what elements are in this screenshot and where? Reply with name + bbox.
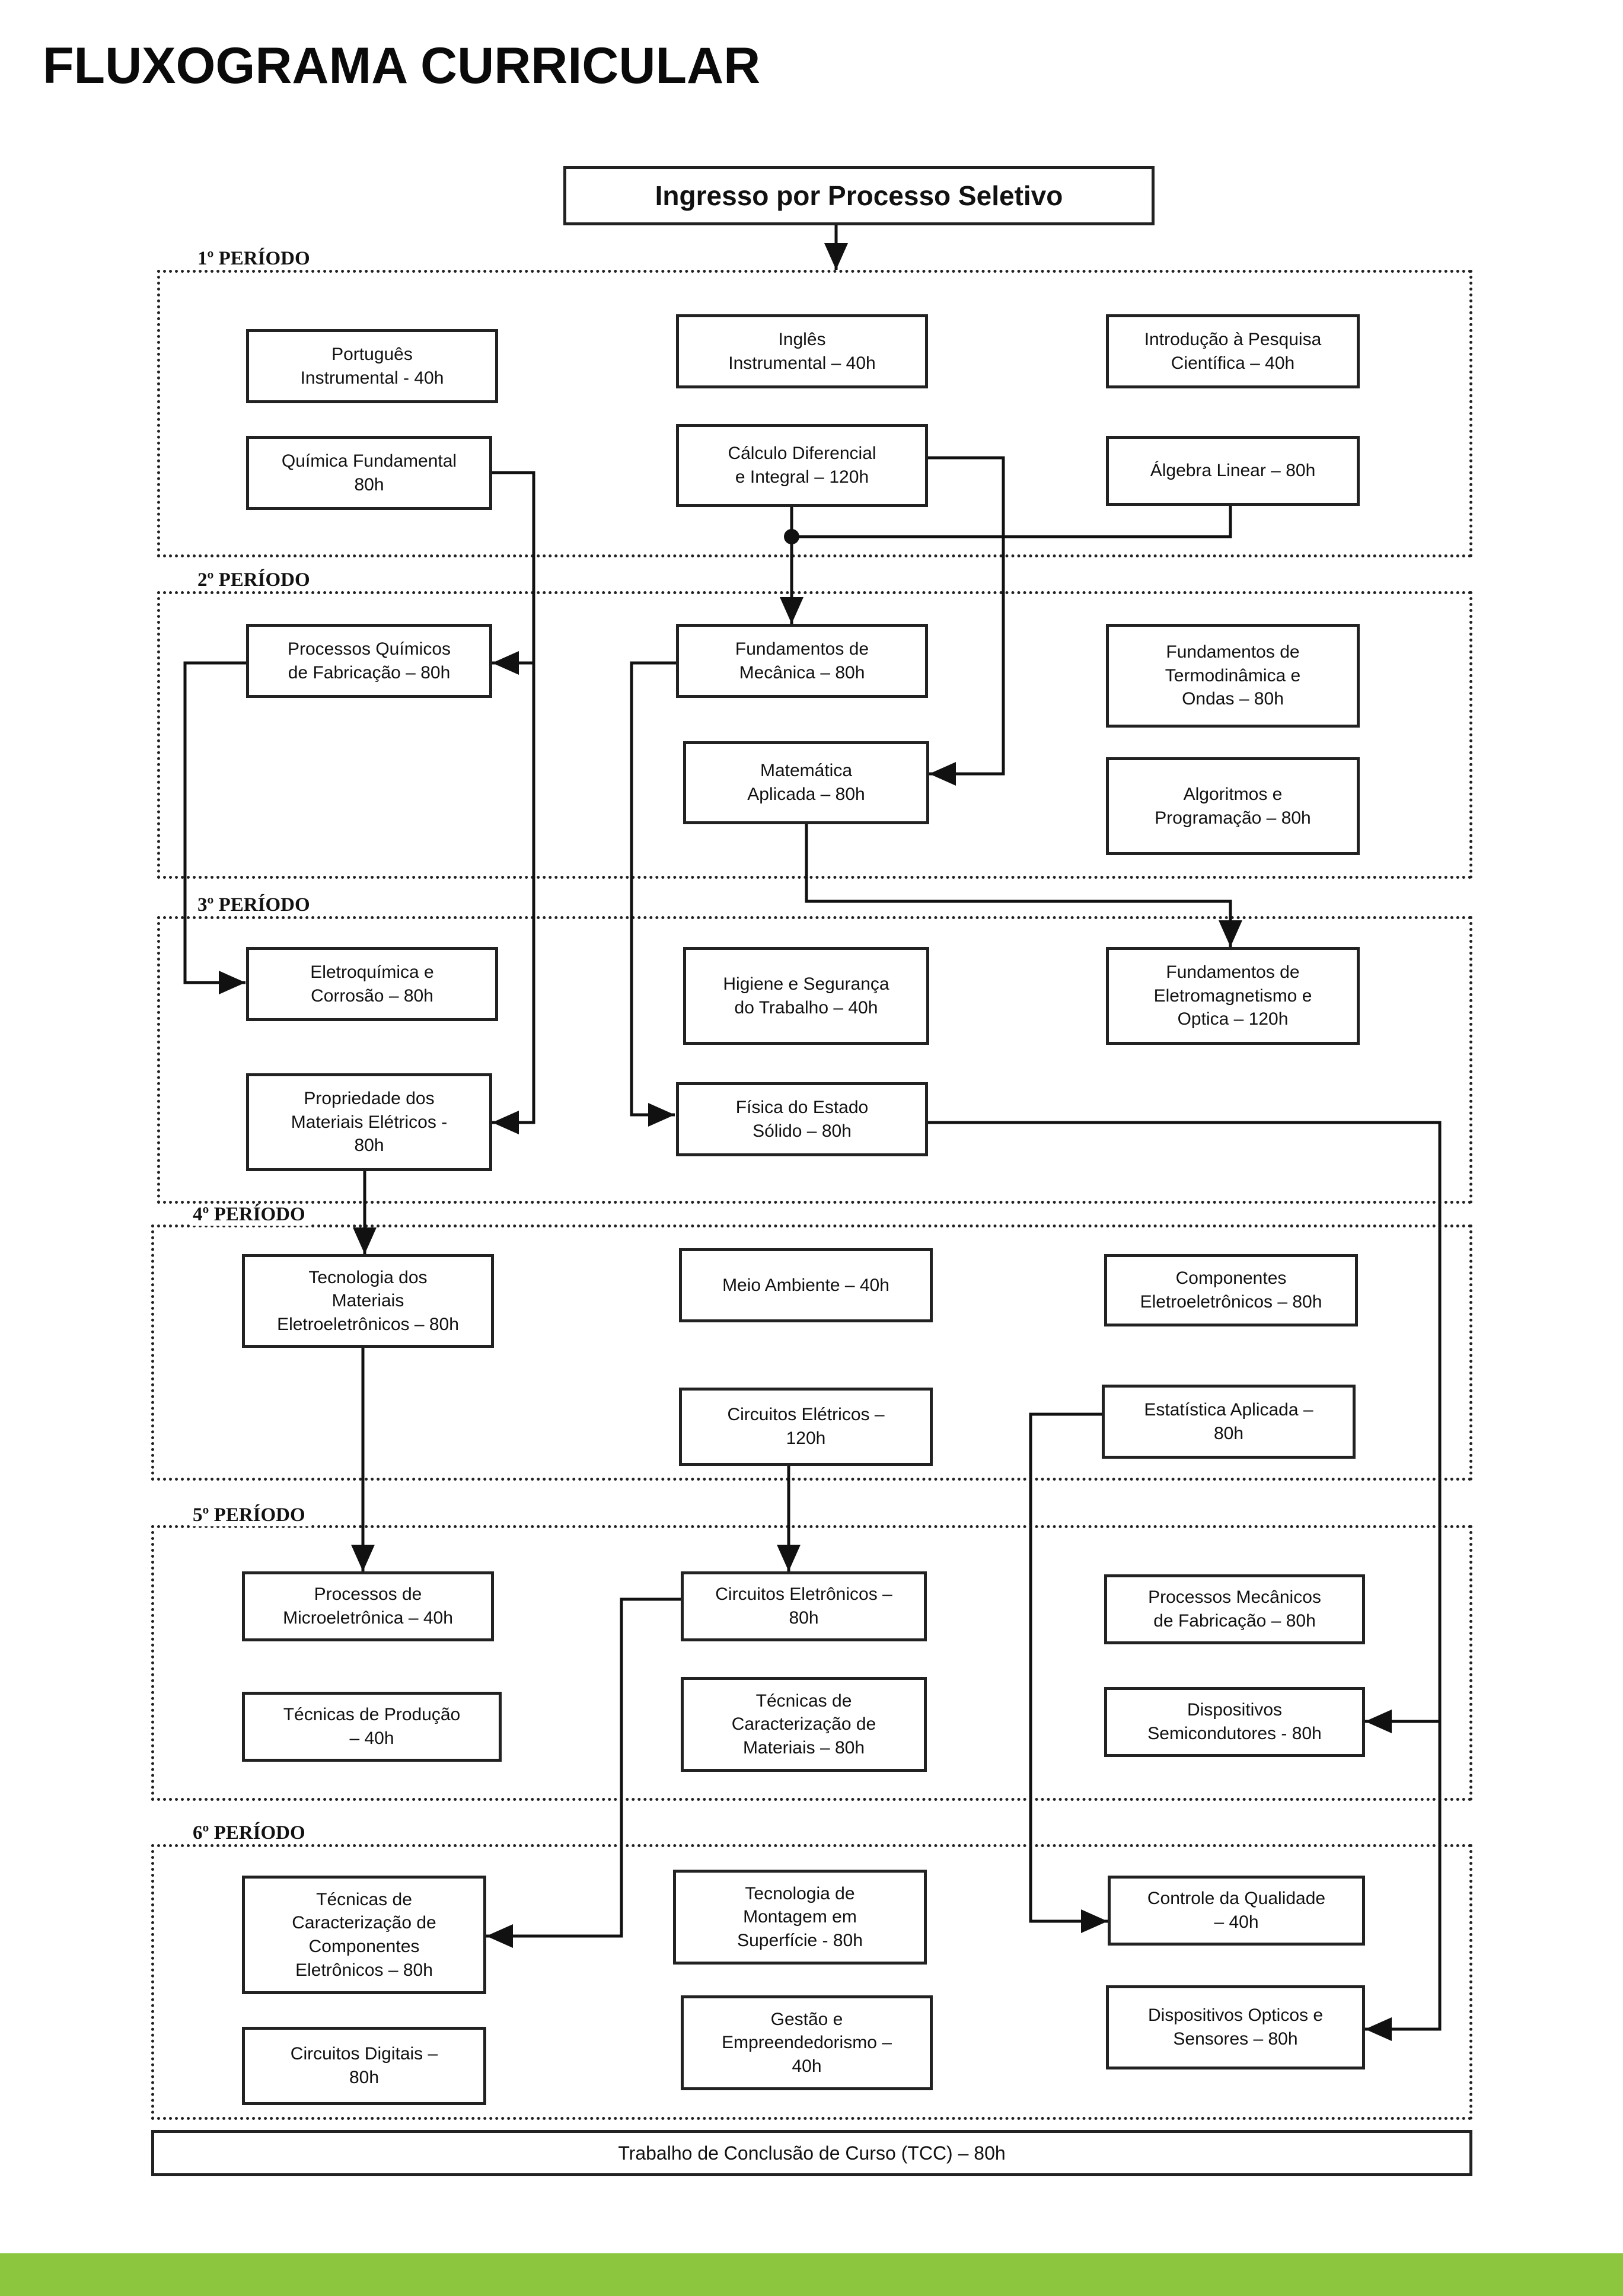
course-quimica-fundamental: Química Fundamental 80h [246, 436, 492, 510]
course-estatistica-aplicada: Estatística Aplicada – 80h [1102, 1385, 1356, 1459]
course-fisica-estado-solido: Física do Estado Sólido – 80h [676, 1082, 928, 1156]
period-1-frame [157, 270, 1472, 557]
course-controle-qualidade: Controle da Qualidade – 40h [1108, 1876, 1365, 1946]
course-circuitos-digitais: Circuitos Digitais – 80h [242, 2027, 486, 2105]
course-portugues-instrumental: Português Instrumental - 40h [246, 329, 498, 403]
period-3-label: 3º PERÍODO [197, 894, 314, 916]
period-5-label: 5º PERÍODO [193, 1504, 309, 1526]
course-circuitos-eletricos: Circuitos Elétricos – 120h [679, 1388, 933, 1466]
page-title: FLUXOGRAMA CURRICULAR [43, 37, 761, 94]
period-2-label: 2º PERÍODO [197, 569, 314, 591]
course-circuitos-eletronicos: Circuitos Eletrônicos – 80h [681, 1571, 927, 1641]
final-tcc-box: Trabalho de Conclusão de Curso (TCC) – 8… [151, 2130, 1472, 2176]
period-4-label: 4º PERÍODO [193, 1204, 309, 1226]
period-6-label: 6º PERÍODO [193, 1822, 309, 1844]
course-matematica-aplicada: Matemática Aplicada – 80h [683, 741, 929, 824]
course-processos-mecanicos: Processos Mecânicos de Fabricação – 80h [1104, 1574, 1365, 1644]
course-tecnicas-producao: Técnicas de Produção – 40h [242, 1692, 502, 1762]
period-4-frame [151, 1224, 1472, 1481]
course-componentes-eletroeletronicos: Componentes Eletroeletrônicos – 80h [1104, 1254, 1358, 1326]
course-calculo-diferencial: Cálculo Diferencial e Integral – 120h [676, 424, 928, 507]
course-eletroquimica-corrosao: Eletroquímica e Corrosão – 80h [246, 947, 498, 1021]
entry-box: Ingresso por Processo Seletivo [563, 166, 1155, 225]
course-processos-quimicos: Processos Químicos de Fabricação – 80h [246, 624, 492, 698]
course-tecnologia-montagem: Tecnologia de Montagem em Superfície - 8… [673, 1870, 927, 1965]
course-caracterizacao-materiais: Técnicas de Caracterização de Materiais … [681, 1677, 927, 1772]
course-processos-microeletronica: Processos de Microeletrônica – 40h [242, 1571, 494, 1641]
course-gestao-empreendedorismo: Gestão e Empreendedorismo – 40h [681, 1995, 933, 2090]
course-higiene-seguranca: Higiene e Segurança do Trabalho – 40h [683, 947, 929, 1045]
period-1-label: 1º PERÍODO [197, 248, 314, 270]
course-introducao-pesquisa: Introdução à Pesquisa Científica – 40h [1106, 314, 1360, 388]
footer-bar [0, 2253, 1623, 2296]
course-fundamentos-termodinamica: Fundamentos de Termodinâmica e Ondas – 8… [1106, 624, 1360, 728]
course-dispositivos-semicondutores: Dispositivos Semicondutores - 80h [1104, 1687, 1365, 1757]
period-5-frame [151, 1525, 1472, 1801]
course-fundamentos-mecanica: Fundamentos de Mecânica – 80h [676, 624, 928, 698]
course-tecnologia-materiais: Tecnologia dos Materiais Eletroeletrônic… [242, 1254, 494, 1348]
course-caracterizacao-componentes: Técnicas de Caracterização de Componente… [242, 1876, 486, 1994]
course-fundamentos-eletromagnetismo: Fundamentos de Eletromagnetismo e Optica… [1106, 947, 1360, 1045]
course-ingles-instrumental: Inglês Instrumental – 40h [676, 314, 928, 388]
course-meio-ambiente: Meio Ambiente – 40h [679, 1248, 933, 1322]
course-dispositivos-opticos: Dispositivos Opticos e Sensores – 80h [1106, 1985, 1365, 2069]
course-algebra-linear: Álgebra Linear – 80h [1106, 436, 1360, 506]
course-propriedade-materiais: Propriedade dos Materiais Elétricos - 80… [246, 1073, 492, 1171]
course-algoritmos-programacao: Algoritmos e Programação – 80h [1106, 757, 1360, 855]
period-6-frame [151, 1844, 1472, 2120]
